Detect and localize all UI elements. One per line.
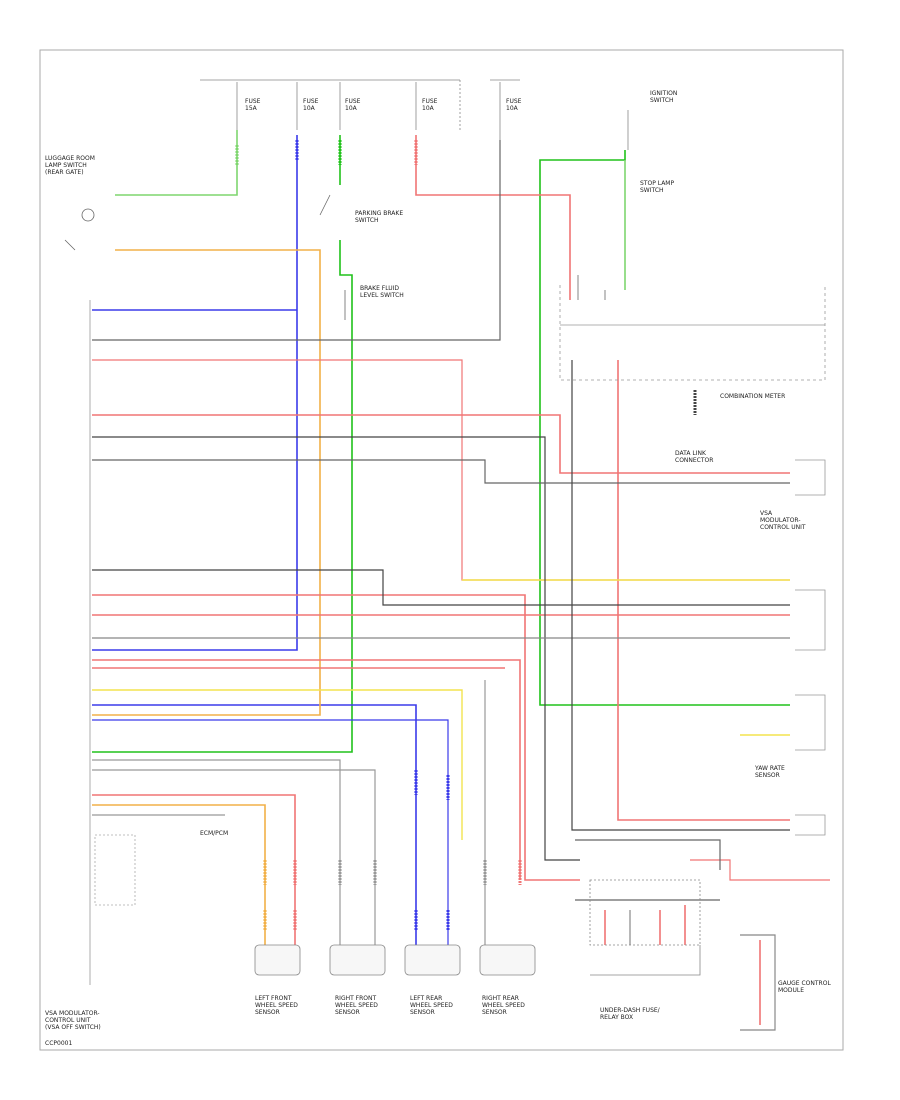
bottom-left-label-3: (VSA OFF SWITCH) xyxy=(45,1024,101,1031)
bottom-left-label-2: CONTROL UNIT xyxy=(45,1017,91,1024)
left-front-label-1: LEFT FRONT xyxy=(255,995,292,1002)
bottom-right-label-2: MODULE xyxy=(778,987,804,994)
diagram-labels: LUGGAGE ROOM LAMP SWITCH (REAR GATE) FUS… xyxy=(45,90,831,1047)
left-rear-label-3: SENSOR xyxy=(410,1009,435,1016)
left-rear-sensor xyxy=(404,944,461,976)
right-rear-label-2: WHEEL SPEED xyxy=(482,1002,525,1009)
green-wires xyxy=(92,130,790,753)
right-rear-label-3: SENSOR xyxy=(482,1009,507,1016)
left-front-label-3: SENSOR xyxy=(255,1009,280,1016)
left-front-label-2: WHEEL SPEED xyxy=(255,1002,298,1009)
ecm-label: ECM/PCM xyxy=(200,830,228,837)
fuse-c-label-1: FUSE xyxy=(345,98,361,105)
combination-meter-label: COMBINATION METER xyxy=(720,393,785,400)
fuse-b-label-2: 10A xyxy=(303,105,316,112)
bottom-right-label-1: GAUGE CONTROL xyxy=(778,980,831,987)
vsa-label-3: CONTROL UNIT xyxy=(760,524,806,531)
right-front-label-2: WHEEL SPEED xyxy=(335,1002,378,1009)
right-front-label-1: RIGHT FRONT xyxy=(335,995,377,1002)
bottom-center-label-1: UNDER-DASH FUSE/ xyxy=(600,1007,661,1014)
bottom-left-label-1: VSA MODULATOR- xyxy=(45,1010,100,1017)
top-fuse-block xyxy=(200,79,629,150)
left-top-label-3: (REAR GATE) xyxy=(45,169,84,176)
left-rear-label-1: LEFT REAR xyxy=(410,995,442,1002)
yellow-wires xyxy=(92,579,790,840)
right-front-sensor xyxy=(329,944,386,976)
wheel-speed-sensors xyxy=(254,944,536,976)
right-modules xyxy=(795,459,826,836)
brake-fluid-label-1: BRAKE FLUID xyxy=(360,285,399,292)
switch-symbols xyxy=(64,194,606,320)
blue-wires xyxy=(92,135,449,945)
left-rear-label-2: WHEEL SPEED xyxy=(410,1002,453,1009)
gray-wires xyxy=(92,140,790,1031)
ignition-label-2: SWITCH xyxy=(650,97,674,104)
left-top-label-2: LAMP SWITCH xyxy=(45,162,87,169)
left-front-sensor xyxy=(254,944,301,976)
yaw-label-2: SENSOR xyxy=(755,772,780,779)
connector-marks xyxy=(235,140,697,930)
stop-lamp-label-1: STOP LAMP xyxy=(640,180,674,187)
fuse-b-label-1: FUSE xyxy=(303,98,319,105)
left-top-label-1: LUGGAGE ROOM xyxy=(45,155,95,162)
right-front-label-3: SENSOR xyxy=(335,1009,360,1016)
diagram-code: CCP0001 xyxy=(45,1040,72,1047)
ignition-label-1: IGNITION xyxy=(650,90,677,97)
fuse-a-label-2: 15A xyxy=(245,105,258,112)
vsa-label-1: VSA xyxy=(760,510,773,517)
stop-lamp-label-2: SWITCH xyxy=(640,187,664,194)
parking-label-1: PARKING BRAKE xyxy=(355,210,403,217)
data-link-label-1: DATA LINK xyxy=(675,450,707,457)
fuse-c-label-2: 10A xyxy=(345,105,358,112)
fuse-d-label-1: FUSE xyxy=(422,98,438,105)
fuse-e-label-1: FUSE xyxy=(506,98,522,105)
fuse-e-label-2: 10A xyxy=(506,105,519,112)
fuse-d-label-2: 10A xyxy=(422,105,435,112)
orange-wires xyxy=(92,249,321,945)
fuse-a-label-1: FUSE xyxy=(245,98,261,105)
bottom-center-label-2: RELAY BOX xyxy=(600,1014,633,1021)
ecm-connector-column xyxy=(89,300,136,985)
vsa-label-2: MODULATOR- xyxy=(760,517,801,524)
parking-label-2: SWITCH xyxy=(355,217,379,224)
right-rear-label-1: RIGHT REAR xyxy=(482,995,519,1002)
yaw-label-1: YAW RATE xyxy=(754,765,785,772)
brake-fluid-label-2: LEVEL SWITCH xyxy=(360,292,404,299)
data-link-label-2: CONNECTOR xyxy=(675,457,713,464)
data-link-connector-block xyxy=(589,879,701,976)
right-rear-sensor xyxy=(479,944,536,976)
combination-meter-box xyxy=(559,285,826,381)
diagram-frame xyxy=(39,49,844,1051)
red-wires xyxy=(92,135,830,1025)
